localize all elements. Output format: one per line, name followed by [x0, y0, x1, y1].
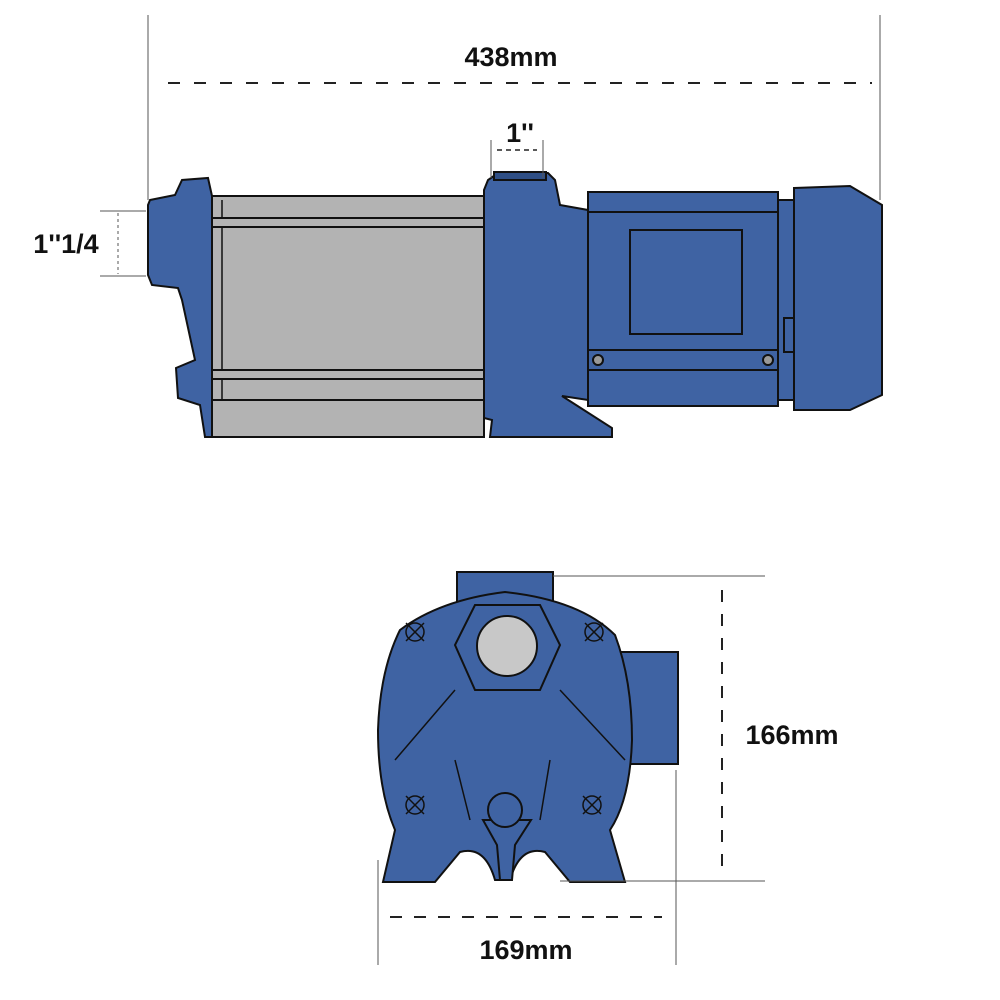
height-label: 166mm [745, 720, 838, 750]
tie-rod-top [209, 217, 487, 228]
inlet-casting [147, 176, 213, 438]
bolt-markers [405, 622, 604, 815]
tie-rod-bottom [209, 369, 487, 380]
side-view [147, 171, 883, 438]
nozzle-opening [476, 615, 538, 677]
side-dimensions [100, 15, 881, 277]
front-dimensions [377, 575, 765, 965]
suction-size-label: 1''1/4 [33, 229, 98, 259]
bolt [592, 354, 604, 366]
discharge-port [493, 171, 547, 181]
overall-length-label: 438mm [464, 42, 557, 72]
casing-ribs [394, 689, 626, 821]
terminal-box [629, 229, 743, 335]
drain-plug-head [487, 792, 523, 828]
drain-plug [481, 819, 533, 881]
width-label: 169mm [479, 935, 572, 965]
fan-cover [793, 184, 883, 411]
front-view [376, 571, 679, 883]
motor-flange [777, 199, 795, 401]
pump-casing-front [376, 590, 634, 883]
discharge-size-label: 1'' [506, 118, 534, 148]
pump-body-shell [209, 195, 485, 438]
bolt [762, 354, 774, 366]
